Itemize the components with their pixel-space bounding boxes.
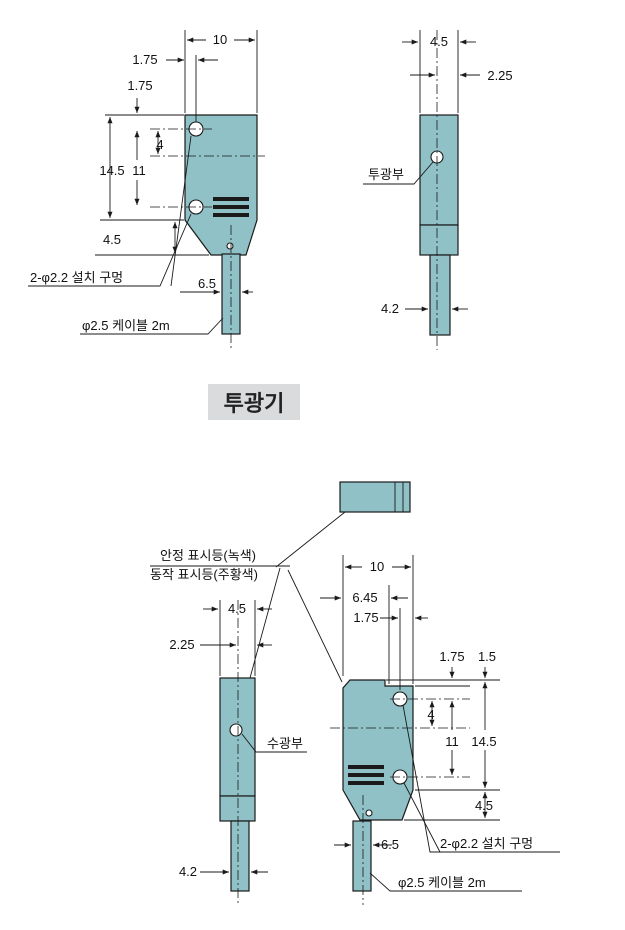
emitter-cable-offset-label: 6.5: [198, 276, 216, 291]
emitter-side-center-label: 2.25: [487, 68, 512, 83]
receiver-cable-dia-label: 4.2: [179, 864, 197, 879]
receiver-side-view: 4.5 2.25 수광부 4.2: [169, 600, 307, 905]
receiver-indicator-operation: 동작 표시등(주황색): [150, 567, 258, 582]
receiver-hole-center-label: 4: [427, 707, 434, 722]
receiver-top-offset2-label: 1.5: [478, 649, 496, 664]
receiver-mount-holes-label: 2-φ2.2 설치 구멍: [440, 836, 533, 851]
receiver-width-label: 10: [370, 559, 384, 574]
emitter-cable-dia-label: 4.2: [381, 301, 399, 316]
receiver-hole-pitch-label: 11: [445, 734, 459, 749]
receiver-left-offset-label: 1.75: [353, 610, 378, 625]
receiver-cable-offset-label: 6.5: [381, 837, 399, 852]
emitter-side-view: 4.5 2.25 투광부 4.2: [363, 30, 513, 350]
emitter-hole-center-label: 4: [156, 137, 163, 152]
emitter-height-label: 14.5: [99, 163, 124, 178]
receiver-height-label: 14.5: [471, 734, 496, 749]
receiver-width2-label: 6.45: [352, 590, 377, 605]
emitter-hole-pitch-label: 11: [132, 163, 146, 178]
receiver-indicator-detail: 안정 표시등(녹색) 동작 표시등(주황색): [150, 481, 411, 683]
receiver-bottom-offset-label: 4.5: [475, 798, 493, 813]
emitter-lens-label: 투광부: [368, 167, 404, 182]
receiver-lens-label: 수광부: [267, 736, 303, 751]
emitter-width-label: 10: [213, 32, 227, 47]
receiver-top-offset-label: 1.75: [439, 649, 464, 664]
emitter-left-offset-label: 1.75: [132, 52, 157, 67]
emitter-top-offset-label: 1.75: [127, 78, 152, 93]
emitter-bottom-offset-label: 4.5: [103, 232, 121, 247]
emitter-side-width-label: 4.5: [430, 34, 448, 49]
receiver-front-view: 10 6.45 1.75 1.75 1.5 4 11 14.5 4.5: [320, 555, 560, 905]
emitter-title-text: 투광기: [224, 391, 285, 416]
emitter-front-view: 10 1.75 1.75 14.5 11 4 4.5 2-φ2.2 설치 구멍: [28, 30, 265, 350]
receiver-indicator-stable: 안정 표시등(녹색): [160, 548, 256, 563]
receiver-cable-label: φ2.5 케이블 2m: [398, 875, 486, 890]
emitter-title: 투광기: [208, 384, 300, 420]
emitter-mount-holes-label: 2-φ2.2 설치 구멍: [30, 270, 123, 285]
emitter-cable-label: φ2.5 케이블 2m: [82, 318, 170, 333]
receiver-side-width-label: 4.5: [228, 601, 246, 616]
receiver-side-center-label: 2.25: [169, 637, 194, 652]
